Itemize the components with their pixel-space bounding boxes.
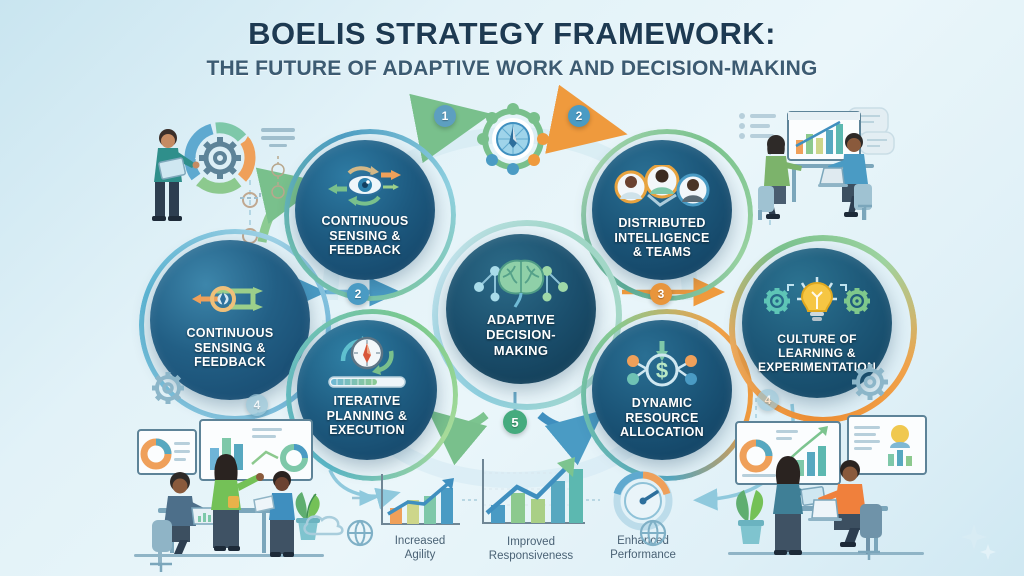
globe-icon — [346, 519, 374, 547]
cloud-icon — [303, 515, 344, 536]
step-badge-4-left[interactable]: 4 — [246, 394, 268, 416]
step-badge-5[interactable]: 5 — [503, 410, 527, 434]
team-analytics-laptop-illustration — [728, 415, 927, 560]
bidirectional-arrows-sensor-icon — [192, 285, 263, 312]
gear-icon — [152, 372, 184, 404]
step-badge-2-top[interactable]: 2 — [568, 105, 590, 127]
bar-chart-growth-arrow-icon — [482, 457, 585, 524]
step-badge-3[interactable]: 3 — [650, 283, 672, 305]
two-people-meeting-chart-screen-illustration — [739, 107, 895, 220]
three-people-avatars-icon — [614, 164, 710, 207]
svg-text:$: $ — [656, 358, 668, 383]
brain-network-icon — [474, 259, 568, 308]
step-badge-1[interactable]: 1 — [434, 105, 456, 127]
step-badge-2-mid[interactable]: 2 — [347, 283, 369, 305]
page-subtitle: THE FUTURE OF ADAPTIVE WORK AND DECISION… — [206, 56, 818, 80]
globe-icon — [639, 519, 667, 547]
eye-feedback-loop-icon — [328, 165, 401, 206]
lightbulb-gears-icon — [764, 276, 870, 321]
speedometer-gauge-icon — [613, 471, 673, 531]
person-presenting-gear-cycle-illustration — [152, 122, 295, 221]
compass-progress-bar-icon — [328, 335, 406, 388]
gear-icon — [852, 364, 888, 400]
step-badge-4-right[interactable]: 4 — [757, 389, 779, 411]
team-collaboration-dashboards-illustration — [134, 419, 324, 572]
title-block: BOELIS STRATEGY FRAMEWORK: THE FUTURE OF… — [0, 16, 1024, 81]
sparkle-icon — [961, 524, 996, 560]
dollar-network-node-icon: $ — [627, 340, 697, 387]
compass-gear-icon — [477, 103, 549, 175]
page-title: BOELIS STRATEGY FRAMEWORK: — [248, 16, 776, 51]
bar-chart-rising-arrow-icon — [381, 474, 460, 525]
